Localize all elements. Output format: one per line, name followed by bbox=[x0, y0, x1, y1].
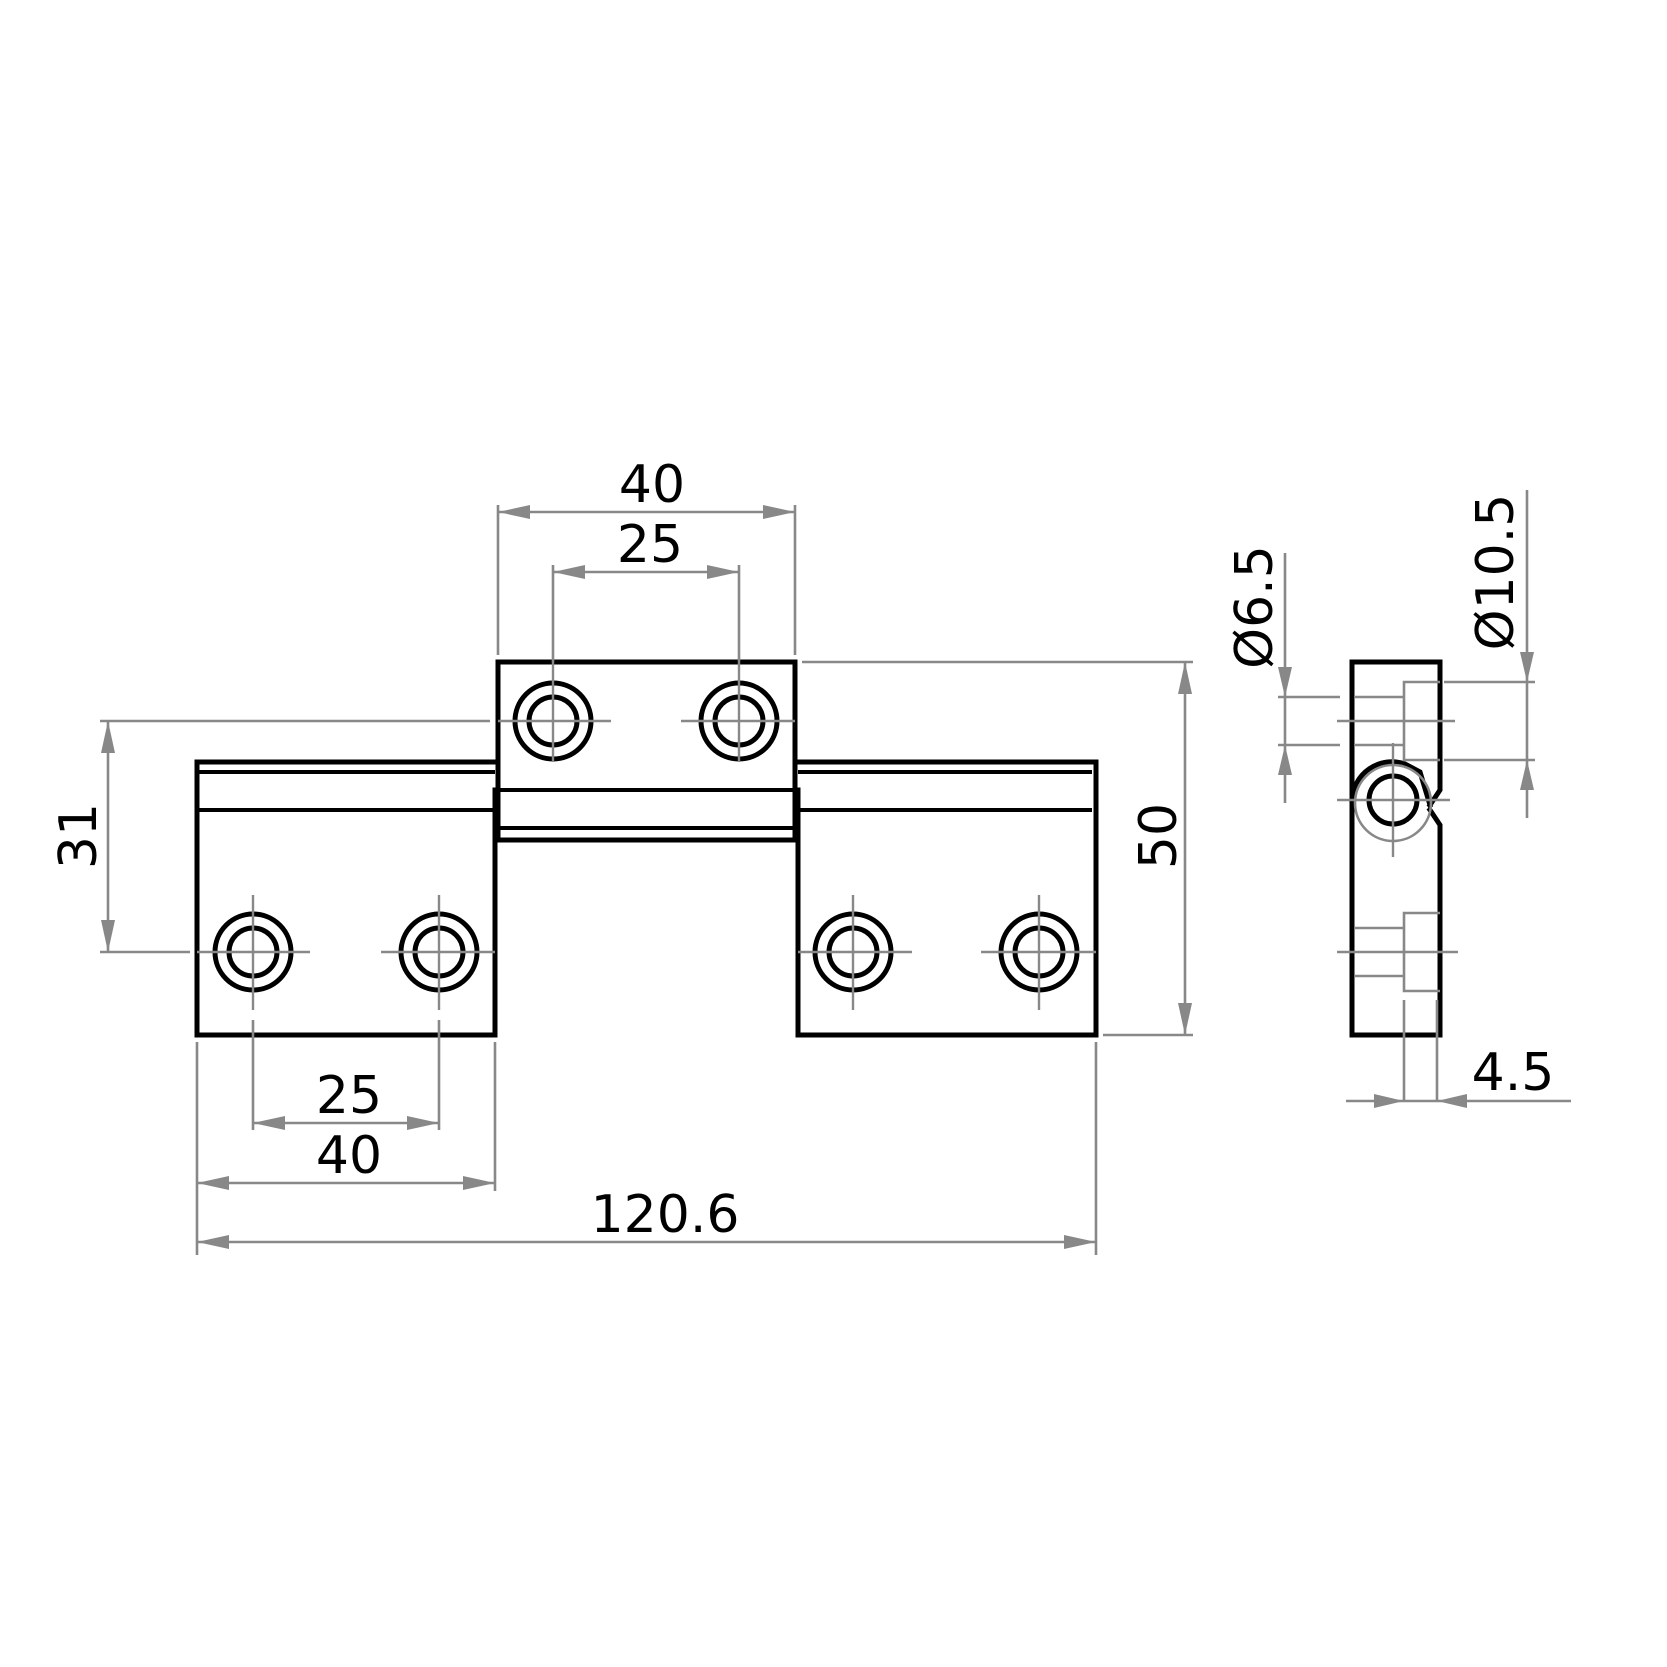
dimension-left-31: 31 bbox=[49, 719, 490, 954]
dim-label-thickness: 4.5 bbox=[1472, 1043, 1555, 1103]
dimension-top-25: 25 bbox=[551, 515, 741, 662]
dimension-counterbore-diameter: Ø10.5 bbox=[1444, 490, 1535, 818]
middle-leaf bbox=[495, 659, 798, 843]
dim-label-31: 31 bbox=[49, 803, 109, 869]
dimension-hole-diameter: Ø6.5 bbox=[1225, 545, 1340, 803]
hole-right-2 bbox=[981, 895, 1096, 1010]
hole-left-1 bbox=[197, 895, 310, 1010]
side-counterbore-top bbox=[1337, 680, 1455, 762]
dim-label-50: 50 bbox=[1129, 803, 1189, 869]
dim-label-counterbore-diameter: Ø10.5 bbox=[1466, 494, 1526, 651]
dim-label-top-25: 25 bbox=[617, 515, 683, 575]
right-leaf bbox=[795, 759, 1099, 1038]
hole-middle-1 bbox=[498, 662, 611, 762]
dimension-thickness: 4.5 bbox=[1346, 1000, 1571, 1108]
hole-middle-2 bbox=[681, 662, 795, 762]
dimension-top-40: 40 bbox=[496, 455, 797, 655]
dim-label-bottom-40: 40 bbox=[316, 1126, 382, 1186]
dimension-overall-120-6: 120.6 bbox=[197, 1042, 1098, 1255]
dim-label-hole-diameter: Ø6.5 bbox=[1225, 545, 1285, 669]
front-view: 40 25 31 50 bbox=[49, 455, 1193, 1255]
side-body bbox=[1349, 659, 1443, 1038]
side-view: Ø6.5 Ø10.5 4.5 bbox=[1225, 490, 1571, 1108]
side-counterbore-bottom bbox=[1337, 911, 1458, 993]
left-leaf bbox=[194, 759, 498, 1038]
hole-right-1 bbox=[798, 895, 912, 1010]
hole-left-2 bbox=[381, 895, 495, 1010]
dimension-bottom-40: 40 bbox=[195, 1042, 497, 1255]
dim-label-top-40: 40 bbox=[619, 455, 685, 515]
dim-label-120-6: 120.6 bbox=[591, 1185, 740, 1245]
side-pin bbox=[1337, 743, 1450, 857]
dim-label-bottom-25: 25 bbox=[316, 1066, 382, 1126]
dimension-right-50: 50 bbox=[802, 660, 1193, 1037]
dimension-bottom-25: 25 bbox=[251, 1020, 441, 1130]
